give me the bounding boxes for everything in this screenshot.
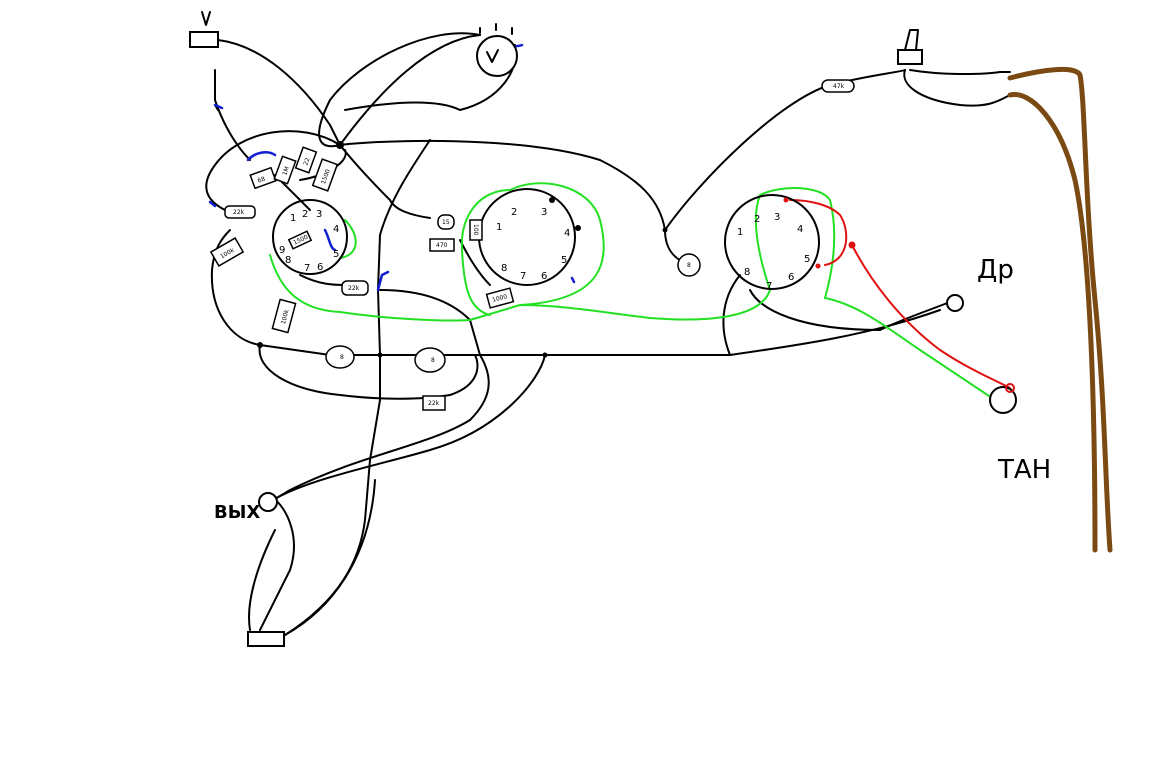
input-arrow-icon [201, 11, 211, 26]
tube1-pin-7: 7 [304, 263, 310, 274]
tube3-pin-2: 2 [754, 214, 760, 225]
tube1-pin-9: 9 [279, 245, 285, 256]
capacitors: 8 8 8 [325, 253, 701, 373]
tan-socket-icon [989, 386, 1017, 414]
resistor-1500: 1500 [320, 168, 332, 185]
tube2-pin-2: 2 [511, 207, 517, 218]
blue-wires [208, 40, 576, 292]
tube1-pin-4: 4 [333, 224, 339, 235]
output-jack-icon [247, 631, 285, 647]
tube2-pin-6: 6 [541, 271, 547, 282]
capacitor-8-c: 8 [687, 262, 691, 269]
tube3-pin-6: 6 [788, 272, 794, 283]
tube1-pin-6: 6 [317, 262, 323, 273]
red-wires [789, 199, 1011, 389]
resistor-470: 470 [436, 242, 448, 249]
output-socket-icon [258, 492, 278, 512]
tube2-pin-3: 3 [541, 207, 547, 218]
resistor-22k-a: 22k [233, 209, 245, 216]
capacitor-8-b: 8 [431, 357, 435, 364]
black-wires [205, 32, 1011, 636]
tube-socket-1: 1 2 3 4 5 6 7 8 9 1500 [272, 199, 348, 275]
resistor-22k-b: 22k [348, 285, 360, 292]
tube3-pin-8: 8 [744, 267, 750, 278]
capacitor-8-a: 8 [340, 354, 344, 361]
resistor-22: 22 [302, 157, 311, 167]
resistor-68: 68 [257, 175, 267, 184]
dr-socket-icon [946, 294, 964, 312]
tube2-pin-8: 8 [501, 263, 507, 274]
output-label: ВЫХ [214, 502, 260, 523]
resistor-15: 15 [442, 219, 450, 226]
tube3-pin-7: 7 [766, 281, 772, 292]
resistors: 68 1M 22 1500 22k 100k 100k 22k [209, 79, 855, 411]
brown-cable [1007, 67, 1113, 553]
resistor-47k: 47k [833, 83, 845, 90]
tube2-pin-4: 4 [564, 228, 570, 239]
tube2-pin-5: 5 [561, 255, 567, 266]
tube1-pin-2: 2 [302, 209, 308, 220]
green-wires [269, 182, 996, 401]
tube3-pin-3: 3 [774, 212, 780, 223]
tube3-pin-1: 1 [737, 227, 743, 238]
dr-label: Др [977, 255, 1014, 285]
connectors [189, 11, 1017, 647]
resistor-1m: 1M [281, 166, 291, 177]
tube1-pin-5: 5 [333, 249, 339, 260]
tube1-pin-1: 1 [290, 213, 296, 224]
resistor-100k-b: 100k [280, 308, 291, 325]
tan-label: ТАН [997, 455, 1051, 485]
tube3-pin-4: 4 [797, 224, 803, 235]
tube1-pin-3: 3 [316, 209, 322, 220]
resistor-100: 100 [472, 224, 479, 236]
tube-socket-2: 1 2 3 4 5 6 7 8 [478, 188, 576, 286]
resistor-22k-c: 22k [428, 400, 440, 407]
resistor-1000: 1000 [491, 293, 508, 304]
tube2-pin-1: 1 [496, 222, 502, 233]
tube2-pin-7: 7 [520, 271, 526, 282]
tube1-pin-8: 8 [285, 255, 291, 266]
tube-socket-3: 1 2 3 4 5 6 7 8 [724, 194, 820, 292]
pot-top-icon [476, 35, 518, 77]
tube3-pin-5: 5 [804, 254, 810, 265]
toggle-switch-icon [904, 29, 919, 51]
input-jack-icon [189, 31, 219, 48]
